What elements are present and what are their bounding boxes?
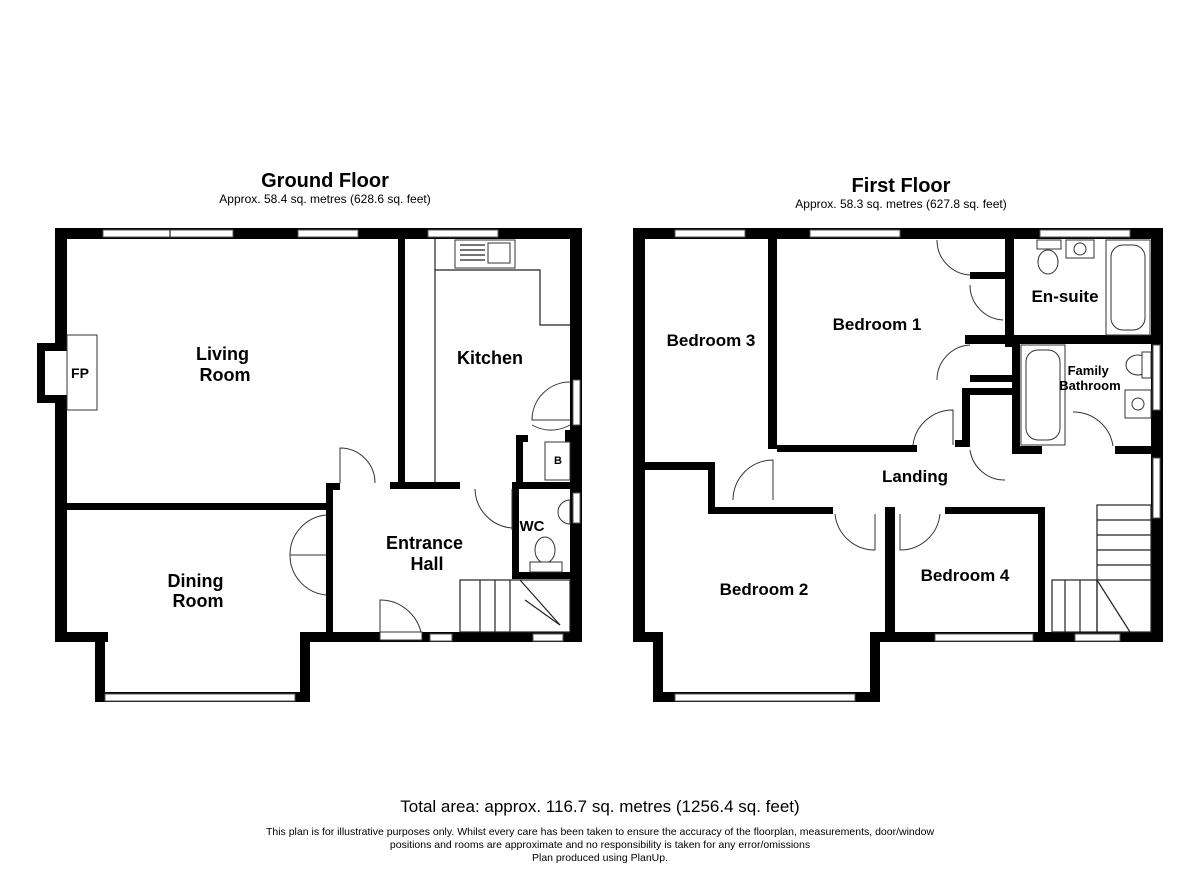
stair-window: [532, 633, 564, 642]
bedroom-1-window: [809, 229, 901, 238]
first-floor-title: First Floor: [852, 175, 951, 197]
boiler-cupboard: [544, 441, 571, 481]
stair-window-first: [1074, 633, 1121, 642]
disclaimer-line-1: This plan is for illustrative purposes o…: [265, 826, 935, 838]
en-suite-toilet-icon: [1037, 249, 1059, 275]
family-bathroom-fittings: [1020, 344, 1152, 446]
toilet-icon: [534, 536, 556, 564]
bedroom-4-door: [899, 513, 941, 551]
bedroom-3-door: [732, 459, 774, 501]
wc-window: [572, 492, 581, 524]
bedroom-2-door: [834, 513, 876, 551]
disclaimer: This plan is for illustrative purposes o…: [0, 826, 1200, 865]
wc-fittings: [529, 499, 571, 573]
landing-label: Landing: [882, 467, 948, 486]
first-floor-doors: [732, 239, 1114, 551]
landing-window: [1152, 457, 1161, 519]
entrance-hall-label: Entrance Hall: [386, 533, 468, 574]
hall-window: [429, 633, 453, 642]
bedroom-3-label: Bedroom 3: [667, 331, 756, 350]
total-area: Total area: approx. 116.7 sq. metres (12…: [400, 797, 800, 816]
dining-room-label: Dining Room: [167, 571, 228, 611]
back-door: [531, 381, 571, 421]
family-bathroom-label: Family Bathroom: [1059, 363, 1120, 393]
bedroom-4-label: Bedroom 4: [921, 566, 1010, 585]
en-suite-fittings: [1036, 239, 1151, 336]
kitchen-door: [474, 488, 513, 529]
bathroom-window: [1152, 344, 1161, 411]
bathroom-door: [1072, 411, 1114, 447]
first-floor-plan: First Floor Approx. 58.3 sq. metres (627…: [633, 175, 1163, 702]
bedroom-3-window: [674, 229, 746, 238]
bedroom-4-window: [934, 633, 1034, 642]
kitchen-fittings: [434, 239, 570, 482]
ground-floor-labels: Living Room Kitchen Entrance Hall WC Din…: [167, 344, 544, 611]
wc-label: WC: [520, 518, 545, 535]
first-floor-windows: [674, 229, 1161, 702]
bedroom-2-label: Bedroom 2: [720, 580, 809, 599]
double-door-dining-left: [289, 514, 327, 556]
fireplace: [66, 334, 98, 411]
ground-floor-stairs: [459, 579, 571, 633]
bedroom-1-door: [912, 409, 954, 446]
living-room-window: [102, 229, 234, 238]
boiler-label: B: [554, 455, 562, 467]
en-suite-label: En-suite: [1031, 287, 1098, 306]
bedroom-2-window: [674, 693, 856, 702]
en-suite-door-mid: [969, 284, 1004, 321]
wardrobe-door: [936, 344, 971, 381]
disclaimer-line-3: Plan produced using PlanUp.: [531, 852, 668, 864]
bedroom-1-label: Bedroom 1: [833, 315, 922, 334]
en-suite-door-top: [936, 239, 971, 276]
first-floor-area: Approx. 58.3 sq. metres (627.8 sq. feet): [795, 197, 1006, 211]
en-suite-window: [1039, 229, 1131, 238]
ground-floor-doors: [289, 381, 571, 641]
dining-room-window: [104, 693, 296, 702]
kitchen-window: [427, 229, 499, 238]
living-room-label: Living Room: [196, 344, 254, 385]
ground-floor-walls: [37, 228, 582, 702]
ground-floor-plan: Ground Floor Approx. 58.4 sq. metres (62…: [37, 170, 582, 702]
ground-floor-windows: [102, 229, 581, 702]
ground-floor-area: Approx. 58.4 sq. metres (628.6 sq. feet): [219, 192, 430, 206]
ground-floor-title: Ground Floor: [261, 170, 389, 192]
kitchen-label: Kitchen: [457, 348, 523, 368]
first-floor-stairs: [1051, 504, 1152, 633]
fireplace-label: FP: [71, 365, 89, 381]
airing-cupboard-door: [969, 449, 1006, 481]
basin-icon: [557, 499, 571, 525]
first-floor-labels: Bedroom 3 Bedroom 1 En-suite Family Bath…: [667, 287, 1121, 599]
living-room-window-2: [297, 229, 359, 238]
disclaimer-line-2: positions and rooms are approximate and …: [389, 839, 811, 851]
hall-door-living: [339, 447, 376, 484]
double-door-dining-right: [289, 554, 327, 596]
kitchen-door-window: [572, 379, 581, 426]
